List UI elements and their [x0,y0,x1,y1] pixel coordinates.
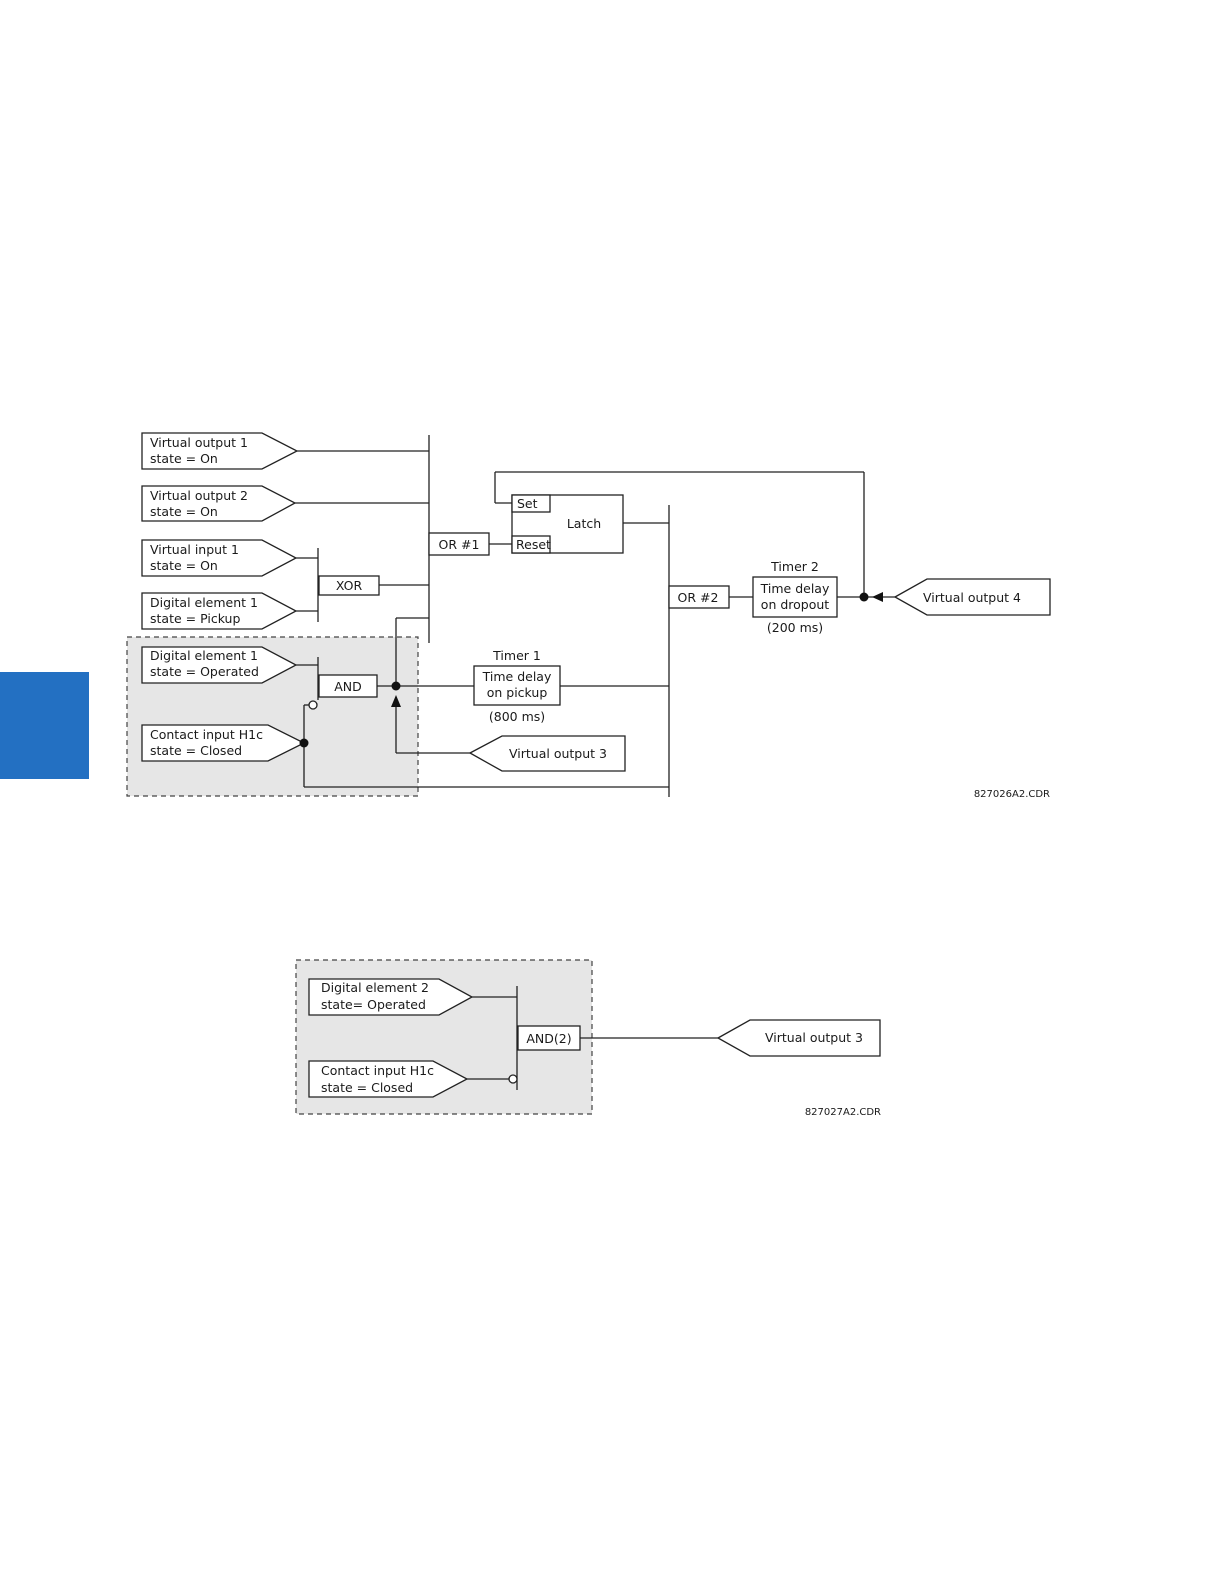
input-label-line1: Digital element 2 [321,980,429,995]
xor-gate: XOR [318,575,380,596]
input-label-line2: state= Operated [321,997,426,1012]
timer-1-title: Timer 1 [492,648,541,663]
latch-block: Set Reset Latch [511,494,624,554]
timer-2-title: Timer 2 [770,559,819,574]
arrow-left-icon [872,592,883,602]
timer-1-block: Timer 1 Time delay on pickup (800 ms) [473,648,561,724]
arrow-up-icon [391,695,401,707]
chapter-side-tab [0,672,89,779]
or-2-gate: OR #2 [668,585,730,609]
junction-dot [391,681,401,691]
virtual-output-3-label: Virtual output 3 [509,746,607,761]
or-2-gate-label: OR #2 [678,590,719,605]
input-label-line2: state = Pickup [150,611,240,626]
input-label-line2: state = Closed [150,743,242,758]
diagram-1: Virtual output 1 state = On Virtual outp… [126,432,1051,800]
xor-gate-label: XOR [336,578,363,593]
input-virtual-output-1: Virtual output 1 state = On [141,432,299,470]
junction-dot [859,592,869,602]
input-virtual-output-2: Virtual output 2 state = On [141,485,297,522]
input-label-line2: state = Operated [150,664,259,679]
and-2-gate: AND(2) [517,1025,581,1051]
or-1-gate: OR #1 [428,532,490,556]
virtual-output-4: Virtual output 4 [893,578,1051,616]
wires [467,986,718,1090]
input-label-line1: Digital element 1 [150,648,258,663]
input-label-line1: Contact input H1c [321,1063,434,1078]
virtual-output-4-label: Virtual output 4 [923,590,1021,605]
inverter-bubble [308,700,318,710]
timer-2-line2: on dropout [761,597,829,612]
input-label-line1: Virtual output 1 [150,435,248,450]
input-digital-element-1-operated: Digital element 1 state = Operated [141,646,298,684]
input-label-line1: Virtual input 1 [150,542,239,557]
virtual-output-3-source: Virtual output 3 [468,735,626,772]
latch-reset-label: Reset [516,537,551,552]
and-gate: AND [318,674,378,698]
input-digital-element-1-pickup: Digital element 1 state = Pickup [141,592,298,630]
input-label-line2: state = On [150,558,218,573]
and-2-gate-label: AND(2) [526,1031,571,1046]
latch-set-label: Set [517,496,538,511]
input-label-line1: Digital element 1 [150,595,258,610]
timer-1-delay: (800 ms) [489,709,545,724]
input-label-line2: state = On [150,451,218,466]
timer-2-line1: Time delay [760,581,830,596]
latch-title: Latch [567,516,601,531]
diagram-2-reference: 827027A2.CDR [805,1107,881,1118]
wires [295,435,895,797]
timer-1-line2: on pickup [487,685,548,700]
and-gate-label: AND [334,679,362,694]
input-label-line1: Contact input H1c [150,727,263,742]
input-label-line2: state = On [150,504,218,519]
virtual-output-3-label: Virtual output 3 [765,1030,863,1045]
virtual-output-3: Virtual output 3 [716,1019,881,1057]
input-label-line1: Virtual output 2 [150,488,248,503]
timer-1-line1: Time delay [482,669,552,684]
input-contact-input-h1c: Contact input H1c state = Closed [141,724,306,762]
or-1-gate-label: OR #1 [439,537,480,552]
timer-2-delay: (200 ms) [767,620,823,635]
input-virtual-input-1: Virtual input 1 state = On [141,539,298,577]
input-contact-input-h1c: Contact input H1c state = Closed [308,1060,469,1098]
inverter-bubble [508,1074,518,1084]
input-label-line2: state = Closed [321,1080,413,1095]
junction-dot [299,738,309,748]
diagram-1-reference: 827026A2.CDR [974,789,1050,800]
input-digital-element-2: Digital element 2 state= Operated [308,978,474,1016]
diagram-2: Digital element 2 state= Operated Contac… [295,959,881,1118]
timer-2-block: Timer 2 Time delay on dropout (200 ms) [752,559,838,635]
